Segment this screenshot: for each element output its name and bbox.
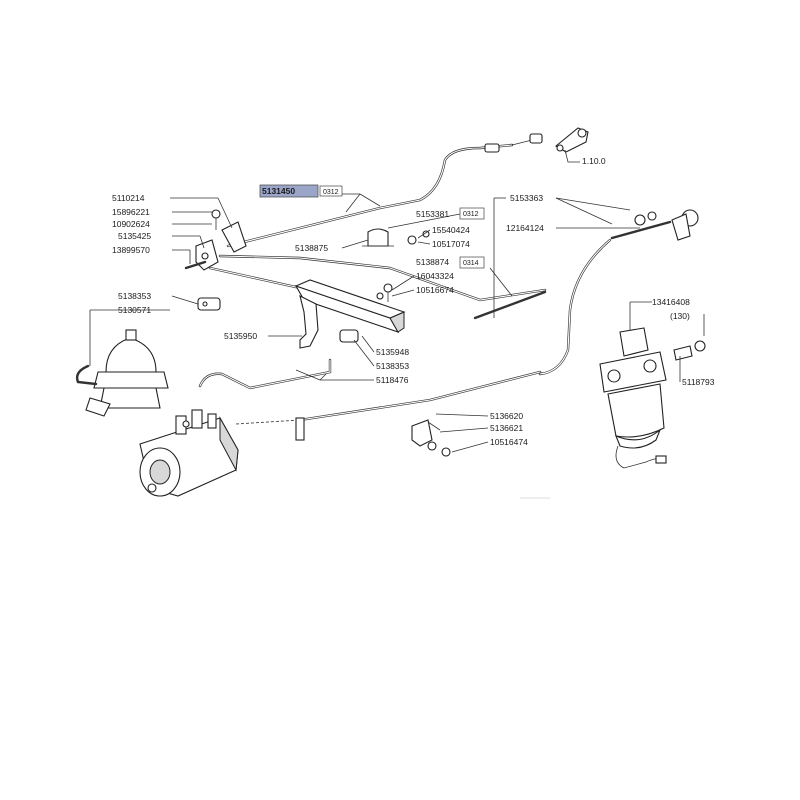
clip-5138353[interactable]	[197, 297, 359, 343]
label-5138353-a[interactable]: 5138353	[118, 291, 151, 301]
label-13416408[interactable]: 13416408	[652, 297, 690, 307]
ref-box-0312-a	[319, 185, 343, 197]
fuel-lift-pump[interactable]	[75, 329, 169, 417]
ref-1-10-0[interactable]: 1.10.0	[582, 156, 606, 166]
label-5110214[interactable]: 5110214	[112, 193, 145, 203]
ref-box-0314	[459, 256, 485, 269]
part-labels: 5110214 15896221 10902624 5135425 138995…	[112, 156, 715, 447]
stop-rod[interactable]	[235, 370, 542, 441]
fuel-filter[interactable]	[599, 327, 706, 469]
label-10902624[interactable]: 10902624	[112, 219, 150, 229]
label-5138874[interactable]: 5138874	[416, 257, 449, 267]
label-5136620[interactable]: 5136620	[490, 411, 523, 421]
ref-0314: 0314	[463, 260, 479, 267]
injection-pump[interactable]	[139, 409, 239, 497]
stop-knob[interactable]	[634, 209, 699, 241]
label-15896221[interactable]: 15896221	[112, 207, 150, 217]
ref-0312-a: 0312	[323, 189, 339, 196]
label-5118476[interactable]: 5118476	[376, 375, 409, 385]
label-5130571[interactable]: 5130571	[118, 305, 151, 315]
label-5136621[interactable]: 5136621	[490, 423, 523, 433]
label-5135425[interactable]: 5135425	[118, 231, 151, 241]
label-130: (130)	[670, 311, 690, 321]
stop-cable[interactable]	[473, 220, 672, 376]
label-12164124[interactable]: 12164124	[506, 223, 544, 233]
label-13899570[interactable]: 13899570	[112, 245, 150, 255]
label-10516674[interactable]: 10516674	[416, 285, 454, 295]
lever-bracket[interactable]	[411, 419, 441, 447]
ref-box-0312-b	[459, 207, 485, 220]
leader-lines	[89, 193, 705, 453]
label-5153381[interactable]: 5153381	[416, 209, 449, 219]
square-tube[interactable]	[294, 279, 406, 333]
label-5138875[interactable]: 5138875	[295, 243, 328, 253]
label-5153363[interactable]: 5153363	[510, 193, 543, 203]
linkage-bracket[interactable]	[184, 209, 247, 271]
label-5135950[interactable]: 5135950	[224, 331, 257, 341]
selected-part-highlight[interactable]	[259, 184, 319, 198]
label-5138353-b[interactable]: 5138353	[376, 361, 409, 371]
throttle-cable[interactable]	[226, 133, 543, 248]
cable-clamp[interactable]	[362, 228, 394, 247]
label-10516474[interactable]: 10516474	[490, 437, 528, 447]
label-16043324[interactable]: 16043324	[416, 271, 454, 281]
label-5118793[interactable]: 5118793	[682, 377, 715, 387]
control-rod[interactable]	[198, 358, 332, 390]
label-15540424[interactable]: 15540424	[432, 225, 470, 235]
bolts-and-nuts[interactable]	[376, 230, 451, 457]
label-10517074[interactable]: 10517074	[432, 239, 470, 249]
mounting-bracket[interactable]	[299, 294, 319, 349]
ref-0312-b: 0312	[463, 211, 479, 218]
label-5131450[interactable]: 5131450	[262, 186, 295, 196]
accelerator-lever[interactable]	[555, 127, 589, 163]
label-5135948[interactable]: 5135948	[376, 347, 409, 357]
